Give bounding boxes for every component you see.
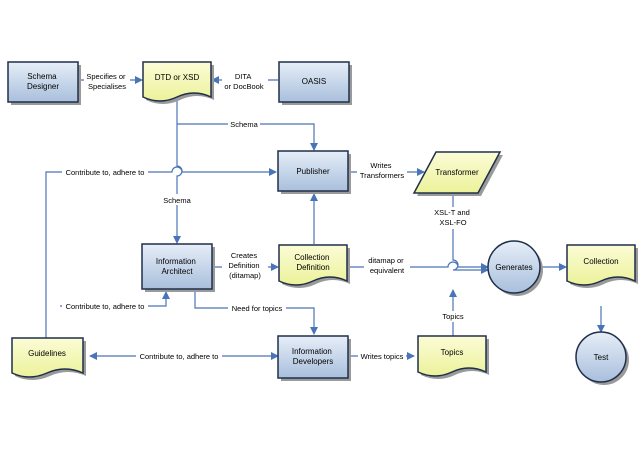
node-transformer: Transformer — [412, 151, 503, 196]
node-oasis: OASIS — [278, 61, 352, 105]
publisher-label: Publisher — [296, 167, 330, 176]
label-need-for-topics: Need for topics — [232, 304, 283, 313]
edge-labels: Specifies or Specialises DITA or DocBook… — [62, 70, 474, 361]
oasis-label: OASIS — [302, 77, 326, 86]
label-specifies: Specifies or Specialises — [86, 72, 127, 91]
node-collection-definition: Collection Definition — [278, 244, 350, 288]
label-xslt: XSL-T and XSL-FO — [434, 208, 472, 227]
label-contribute-guidelines: Contribute to, adhere to — [140, 352, 219, 361]
node-dtd-xsd: DTD or XSD — [142, 61, 214, 104]
label-ditamap: ditamap or equivalent — [368, 256, 406, 275]
collection-definition-label: Collection Definition — [294, 253, 331, 272]
node-test: Test — [575, 331, 629, 385]
schema-designer-label: Schema Designer — [27, 72, 59, 91]
node-guidelines: Guidelines — [11, 337, 86, 380]
label-creates-definition: Creates Definition (ditamap) — [228, 251, 261, 280]
edges — [45, 76, 605, 360]
node-information-developers: Information Developers — [277, 335, 351, 381]
node-generates: Generates — [487, 240, 543, 296]
node-publisher: Publisher — [277, 150, 351, 194]
label-schema-top: Schema — [230, 120, 258, 129]
test-label: Test — [594, 353, 609, 362]
label-writes-transformers: Writes Transformers — [360, 161, 405, 180]
edge-schema-to-publisher — [177, 123, 318, 151]
edge-transformer-to-generates — [452, 194, 489, 274]
topics-label: Topics — [441, 348, 464, 357]
dtd-xsd-label: DTD or XSD — [155, 73, 200, 82]
information-architect-label: Information Architect — [156, 257, 198, 276]
label-contribute-publisher: Contribute to, adhere to — [66, 168, 145, 177]
label-topics-up: Topics — [442, 312, 464, 321]
label-schema-architect: Schema — [163, 196, 191, 205]
edge-contribute-publisher — [45, 166, 277, 338]
node-topics: Topics — [417, 335, 489, 379]
label-dita-docbook: DITA or DocBook — [224, 72, 263, 91]
node-collection: Collection — [566, 244, 638, 288]
collection-label: Collection — [583, 257, 618, 266]
edge-dtd-down — [173, 100, 183, 244]
label-contribute-architect: Contribute to, adhere to — [66, 302, 145, 311]
node-information-architect: Information Architect — [141, 243, 215, 292]
generates-label: Generates — [495, 263, 532, 272]
information-developers-label: Information Developers — [292, 347, 334, 366]
guidelines-label: Guidelines — [28, 349, 66, 358]
transformer-label: Transformer — [435, 168, 479, 177]
edge-ditamap — [348, 261, 489, 271]
node-schema-designer: Schema Designer — [7, 61, 81, 105]
label-writes-topics: Writes topics — [361, 352, 404, 361]
